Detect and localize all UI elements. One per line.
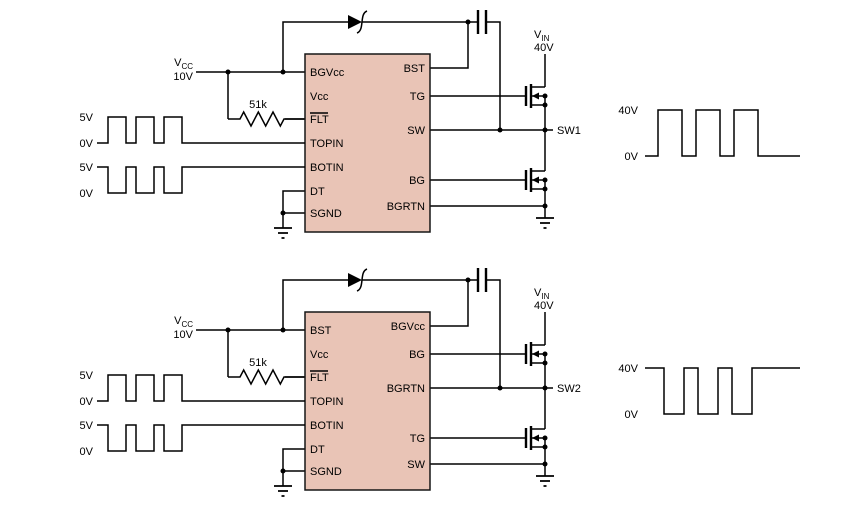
signal-ground-icon: [274, 485, 292, 497]
low-side-mosfet: [524, 426, 545, 450]
output-high-label: 40V: [618, 105, 638, 117]
ic-pin-label: BG: [409, 349, 425, 361]
power-ground-icon: [536, 475, 554, 487]
output-low-label: 0V: [625, 409, 639, 421]
vcc-label: VCC: [174, 315, 193, 329]
vin-voltage: 40V: [534, 42, 554, 54]
output-low-label: 0V: [625, 151, 639, 163]
bootstrap-capacitor: [476, 10, 488, 34]
low-side-mosfet: [524, 168, 545, 192]
diode-cathode: [356, 268, 368, 292]
high-side-mosfet: [524, 342, 545, 366]
ic-pin-label: BST: [404, 63, 426, 75]
ic-body: [304, 53, 431, 233]
ic-pin-label: Vcc: [310, 91, 329, 103]
power-ground-icon: [536, 217, 554, 229]
ic-pin-label: BOTIN: [310, 162, 344, 174]
signal-ground-icon: [274, 227, 292, 239]
input1-low-label: 0V: [80, 138, 94, 150]
ic-pin-label: TOPIN: [310, 396, 343, 408]
ic-pin-label: DT: [310, 444, 325, 456]
junction-dots: [225, 19, 548, 216]
ic-pin-label: Vcc: [310, 349, 329, 361]
ic-pin-label: TG: [410, 433, 425, 445]
resistor-value: 51k: [249, 357, 267, 369]
resistor: [228, 110, 305, 128]
circuit-2: VCC 10V VIN 40V 51k BST Vcc FLT TOPIN BO…: [80, 268, 800, 497]
vin-label: VIN: [534, 29, 550, 43]
ic-pin-label: BGVcc: [310, 67, 345, 79]
ic-pin-label: BOTIN: [310, 420, 344, 432]
ic-pin-label: FLT: [310, 114, 329, 126]
input2-low-label: 0V: [80, 446, 94, 458]
ic-pin-label: SW: [407, 459, 425, 471]
input1-low-label: 0V: [80, 396, 94, 408]
input1-high-label: 5V: [80, 370, 94, 382]
ic-pin-label: SGND: [310, 466, 342, 478]
ic-pin-label: SGND: [310, 208, 342, 220]
ic-pin-label: BGRTN: [387, 383, 425, 395]
topin-waveform: [97, 116, 305, 144]
ic-pin-label: FLT: [310, 372, 329, 384]
ic-pin-label: BG: [409, 175, 425, 187]
ic-pin-label: BST: [310, 325, 332, 337]
output-waveform: [645, 109, 800, 157]
output-waveform: [645, 367, 800, 415]
ic-pin-label: TG: [410, 91, 425, 103]
vin-label: VIN: [534, 287, 550, 301]
input2-high-label: 5V: [80, 162, 94, 174]
switch-node-label: SW2: [557, 383, 581, 395]
vcc-label: VCC: [174, 57, 193, 71]
input1-high-label: 5V: [80, 112, 94, 124]
diode-cathode: [356, 10, 368, 34]
bootstrap-capacitor: [476, 268, 488, 292]
input2-high-label: 5V: [80, 420, 94, 432]
ic-pin-label: TOPIN: [310, 138, 343, 150]
ic-body: [304, 311, 431, 491]
vcc-voltage: 10V: [173, 329, 193, 341]
topin-waveform: [97, 374, 305, 402]
ic-pin-label: SW: [407, 125, 425, 137]
switch-node-label: SW1: [557, 125, 581, 137]
ic-pin-label: BGVcc: [391, 321, 426, 333]
bootstrap-diode-icon: [348, 15, 362, 29]
vin-voltage: 40V: [534, 300, 554, 312]
bootstrap-diode-icon: [348, 273, 362, 287]
circuit-1: VCC 10V VIN 40V 51k BGVcc Vcc FLT TOPIN …: [80, 10, 800, 239]
ic-pin-label: BGRTN: [387, 201, 425, 213]
high-side-mosfet: [524, 84, 545, 108]
ic-pin-label: DT: [310, 186, 325, 198]
resistor: [228, 368, 305, 386]
botin-waveform: [97, 166, 305, 194]
resistor-value: 51k: [249, 99, 267, 111]
vcc-voltage: 10V: [173, 71, 193, 83]
junction-dots: [225, 277, 548, 474]
output-high-label: 40V: [618, 363, 638, 375]
botin-waveform: [97, 424, 305, 452]
input2-low-label: 0V: [80, 188, 94, 200]
